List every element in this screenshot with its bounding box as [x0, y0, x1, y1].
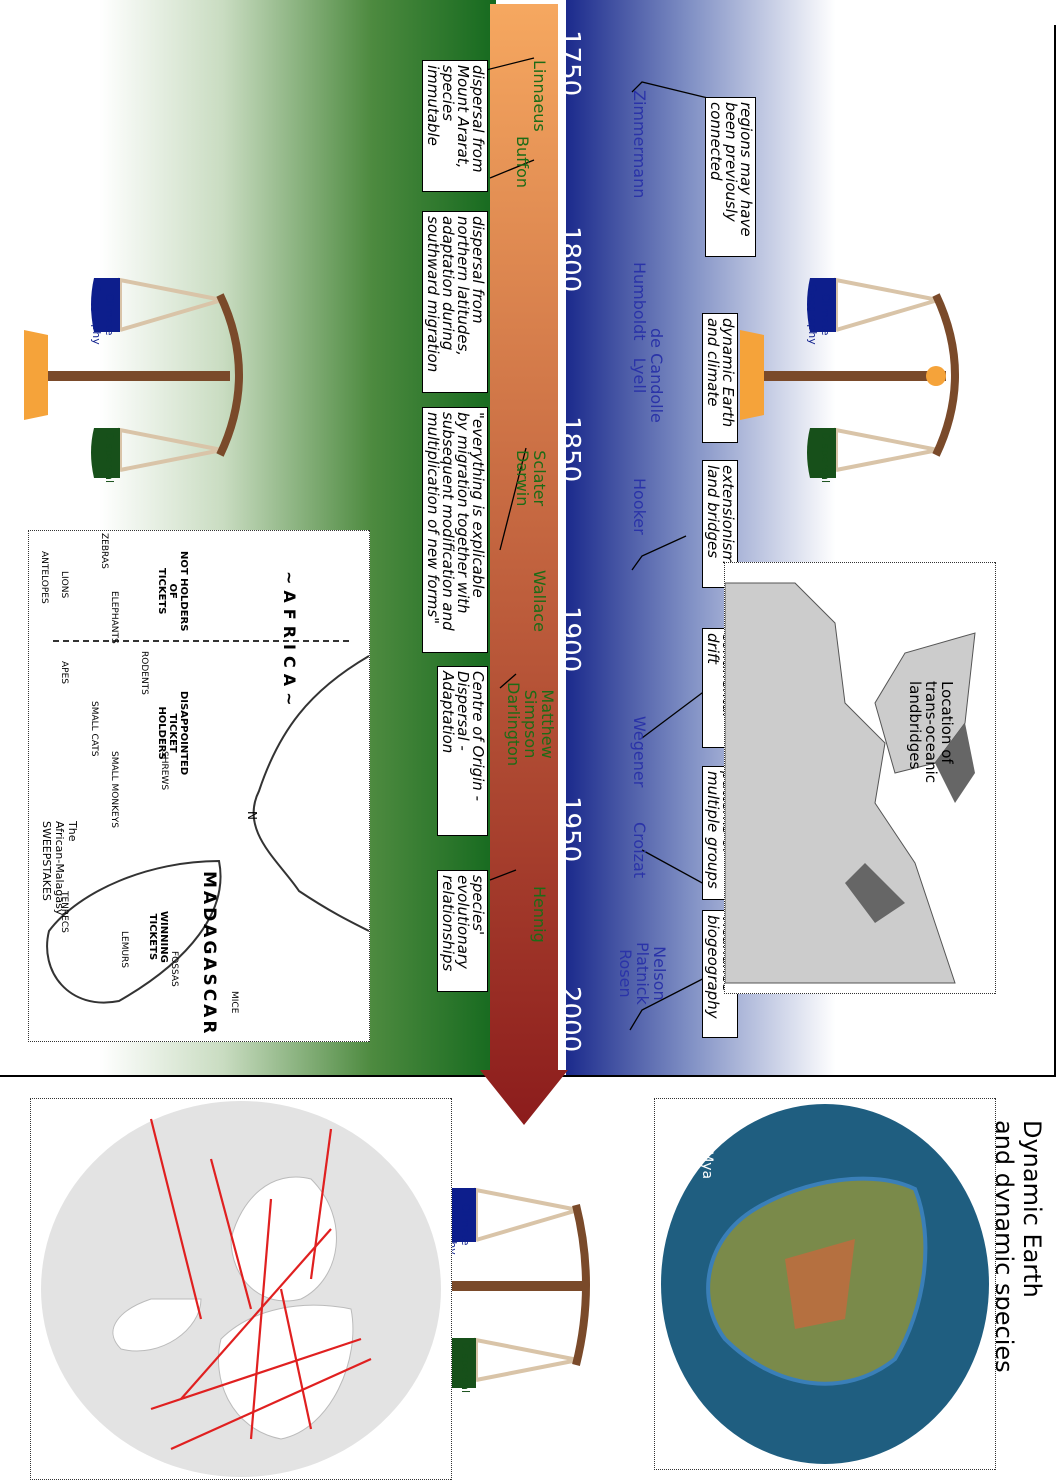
name-buffon: Buffon	[513, 136, 532, 189]
cartoon-lemurs: LEMURS	[119, 931, 129, 969]
cartoon-not-holders: NOT HOLDERS OF TICKETS	[156, 551, 189, 632]
name-sclater-darwin: Sclater Darwin	[513, 450, 549, 507]
landbridge-map: Location of trans-oceanic landbridges	[724, 562, 996, 994]
name-de-candolle-lyell: de Candolle Lyell	[630, 328, 666, 423]
scale-label-dispersal-3: Dispersal	[459, 1342, 472, 1394]
cartoon-rodents: RODENTS	[139, 651, 149, 695]
dispersal-routes-map	[30, 1098, 452, 1480]
cartoon-outlines	[46, 640, 370, 1004]
dynamic-earth-title: Dynamic Earth and dynamic species	[990, 1120, 1046, 1373]
name-croizat: Croizat	[630, 822, 649, 879]
paleomap-label: 200 Mya	[699, 1119, 715, 1180]
cartoon-north: N	[245, 811, 259, 820]
cartoon-tenrecs: TENRECS	[59, 891, 69, 933]
cartoon-zebras: ZEBRAS	[99, 533, 109, 569]
name-linnaeus: Linnaeus	[530, 60, 549, 132]
cartoon-africa: ~AFRICA~	[280, 571, 299, 712]
scale-dispersalist: Climate Geography Dispersal	[0, 270, 260, 490]
box-everything-explicable: "everything is explicable by migration t…	[422, 407, 488, 653]
scale-label-dispersal: Dispersal	[819, 432, 832, 484]
box-evolutionary-relationships: species' evolutionary relationships	[437, 870, 488, 992]
scale-vicariance: Climate Geography Dispersal	[716, 270, 976, 490]
name-nelson-platnick-rosen: Nelson Platnick Rosen	[616, 942, 669, 1005]
box-centre-of-origin: Centre of Origin - Dispersal - Adaptatio…	[437, 666, 488, 836]
cartoon-antelopes: ANTELOPES	[39, 551, 49, 604]
box-previously-connected: regions may have been previously connect…	[705, 97, 756, 257]
cartoon-lions: LIONS	[59, 571, 69, 599]
box-mount-ararat: dispersal from Mount Ararat, species imm…	[422, 60, 488, 192]
name-hennig: Hennig	[530, 886, 549, 943]
sweepstakes-cartoon: ~AFRICA~ MADAGASCAR The African-Malagasy…	[28, 530, 370, 1042]
cartoon-shrews: SHREWS	[159, 751, 169, 791]
paleomap-shapes	[661, 1104, 989, 1464]
scale-label-climate: Climate Geography	[806, 284, 832, 345]
cartoon-mice: MICE	[229, 991, 239, 1014]
name-zimmermann: Zimmermann	[630, 90, 649, 199]
cartoon-small-monkeys: SMALL MONKEYS	[109, 751, 119, 828]
name-wallace: Wallace	[530, 570, 549, 632]
paleomap: 200 Mya	[654, 1098, 996, 1470]
box-northern-latitudes: dispersal from northern latitudes, adapt…	[422, 211, 488, 393]
name-wegener: Wegener	[630, 716, 649, 788]
scale-label-dispersal-2: Dispersal	[103, 432, 116, 484]
map-legend: Location of trans-oceanic landbridges	[906, 681, 956, 784]
routes-shapes	[41, 1101, 441, 1477]
cartoon-apes: APES	[59, 661, 69, 684]
cartoon-madagascar: MADAGASCAR	[199, 871, 219, 1037]
scale-label-climate-2: Climate Geography	[90, 284, 116, 345]
cartoon-elephants: ELEPHANTS	[109, 591, 119, 644]
cartoon-fossas: FOSSAS	[169, 951, 179, 987]
name-hooker: Hooker	[630, 478, 649, 535]
name-matthew-simpson-darlington: Matthew Simpson Darlington	[504, 682, 557, 767]
connector-lines	[470, 57, 727, 1031]
landbridge-map-shapes	[724, 582, 976, 984]
cartoon-small-cats: SMALL CATS	[89, 701, 99, 757]
timeline-arrow	[480, 4, 568, 1125]
cartoon-winning: WINNING TICKETS	[147, 911, 169, 963]
